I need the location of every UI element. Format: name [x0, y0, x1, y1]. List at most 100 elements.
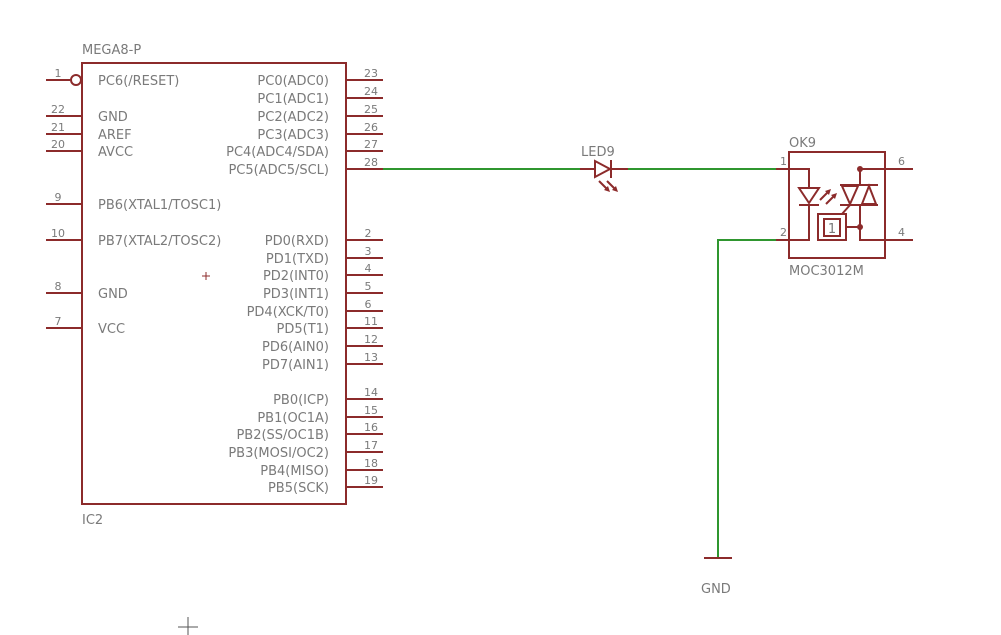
pin-right-26[interactable]: 26 PC3(ADC3)	[257, 121, 383, 143]
opto-value: MOC3012M	[789, 264, 864, 279]
pin-right-17[interactable]: 17 PB3(MOSI/OC2)	[228, 439, 383, 461]
pin-left-10[interactable]: 10 PB7(XTAL2/TOSC2)	[46, 227, 221, 249]
opto-internal-led-icon	[789, 168, 837, 241]
pin-label: PB6(XTAL1/TOSC1)	[98, 198, 221, 213]
pin-number: 20	[51, 138, 65, 151]
pin-right-14[interactable]: 14 PB0(ICP)	[273, 386, 383, 408]
pin-right-4[interactable]: 4 PD2(INT0)	[263, 262, 383, 284]
pin-right-19[interactable]: 19 PB5(SCK)	[268, 474, 383, 496]
pin-number: 2	[365, 227, 372, 240]
pin-label: GND	[98, 287, 128, 302]
pin-number: 5	[365, 280, 372, 293]
pin-number: 6	[365, 298, 372, 311]
pin-number: 26	[364, 121, 378, 134]
led-led9[interactable]: LED9	[580, 145, 628, 192]
pin-right-18[interactable]: 18 PB4(MISO)	[260, 457, 383, 479]
pin-number: 9	[55, 191, 62, 204]
gnd-symbol[interactable]: GND	[701, 557, 732, 597]
pin-label: PC2(ADC2)	[257, 110, 329, 125]
pin-right-25[interactable]: 25 PC2(ADC2)	[257, 103, 383, 125]
led-name: LED9	[581, 145, 615, 160]
opto-body	[788, 151, 886, 259]
opto-zero-cross-mark: 1	[828, 222, 836, 237]
pin-label: PB2(SS/OC1B)	[236, 428, 329, 443]
pin-left-21[interactable]: 21 AREF	[46, 121, 132, 143]
pin-label: PB5(SCK)	[268, 481, 329, 496]
pin-left-22[interactable]: 22 GND	[46, 103, 128, 125]
pin-right-23[interactable]: 23 PC0(ADC0)	[257, 67, 383, 89]
pin-label: PB7(XTAL2/TOSC2)	[98, 234, 221, 249]
pin-label: PD7(AIN1)	[262, 358, 329, 373]
pin-label: PD3(INT1)	[263, 287, 329, 302]
pin-right-12[interactable]: 12 PD6(AIN0)	[262, 333, 383, 355]
pin-number: 17	[364, 439, 378, 452]
pin-label: PC3(ADC3)	[257, 128, 329, 143]
pin-number: 16	[364, 421, 378, 434]
pin-number: 15	[364, 404, 378, 417]
pin-number: 19	[364, 474, 378, 487]
ic-body	[81, 62, 347, 505]
pin-number: 18	[364, 457, 378, 470]
pin-label: PD1(TXD)	[266, 252, 329, 267]
pin-left-8[interactable]: 8 GND	[46, 280, 128, 302]
opto-pin-6-number: 6	[898, 155, 905, 168]
pin-left-1[interactable]: 1 PC6(/RESET)	[46, 67, 179, 89]
opto-name: OK9	[789, 136, 816, 151]
gnd-label: GND	[701, 582, 731, 597]
pin-label: GND	[98, 110, 128, 125]
opto-zero-cross-box: 1	[817, 213, 847, 241]
ic-left-pins: 1 PC6(/RESET) 22 GND 21 AREF 20 AVCC 9	[46, 67, 221, 337]
pin-label: VCC	[98, 322, 125, 337]
pin-number: 12	[364, 333, 378, 346]
pin-number: 13	[364, 351, 378, 364]
pin-right-11[interactable]: 11 PD5(T1)	[277, 315, 383, 337]
pin-right-2[interactable]: 2 PD0(RXD)	[265, 227, 383, 249]
pin-number: 7	[55, 315, 62, 328]
pin-left-9[interactable]: 9 PB6(XTAL1/TOSC1)	[46, 191, 221, 213]
pin-number: 3	[365, 245, 372, 258]
pin-number: 24	[364, 85, 378, 98]
pin-label: PB1(OC1A)	[257, 411, 329, 426]
ic-origin-cross	[202, 272, 210, 280]
pin-number: 11	[364, 315, 378, 328]
pin-right-16[interactable]: 16 PB2(SS/OC1B)	[236, 421, 383, 443]
pin-label: PC0(ADC0)	[257, 74, 329, 89]
ic-name: MEGA8-P	[82, 43, 141, 58]
wire-opto-to-gnd[interactable]	[717, 239, 776, 558]
pin-right-5[interactable]: 5 PD3(INT1)	[263, 280, 383, 302]
pin-label: PC1(ADC1)	[257, 92, 329, 107]
pin-number: 21	[51, 121, 65, 134]
pin-label: AREF	[98, 128, 132, 143]
ic-mega8[interactable]: MEGA8-P IC2 1 PC6(/RESET) 22 GND 21	[46, 43, 383, 528]
pin-number: 25	[364, 103, 378, 116]
pin-number: 14	[364, 386, 378, 399]
opto-pin-4-number: 4	[898, 226, 905, 239]
pin-label: PD6(AIN0)	[262, 340, 329, 355]
pin-right-13[interactable]: 13 PD7(AIN1)	[262, 351, 383, 373]
pin-number: 28	[364, 156, 378, 169]
pin-left-20[interactable]: 20 AVCC	[46, 138, 133, 160]
pin-right-27[interactable]: 27 PC4(ADC4/SDA)	[226, 138, 383, 160]
opto-ok9[interactable]: OK9 MOC3012M 1 2 6 4	[776, 136, 913, 279]
pin-number: 1	[55, 67, 62, 80]
pin-left-7[interactable]: 7 VCC	[46, 315, 125, 337]
opto-pin-2-number: 2	[780, 226, 787, 239]
pin-label: PC6(/RESET)	[98, 74, 179, 89]
led-triangle	[594, 159, 613, 179]
pin-label: PD0(RXD)	[265, 234, 329, 249]
pin-label: PC4(ADC4/SDA)	[226, 145, 329, 160]
pin-number: 23	[364, 67, 378, 80]
opto-triac-icon	[840, 166, 885, 241]
led-light-arrows-icon	[598, 180, 618, 192]
pin-right-28[interactable]: 28 PC5(ADC5/SCL)	[228, 156, 383, 178]
pin-label: PD4(XCK/T0)	[247, 305, 329, 320]
ic-ref: IC2	[82, 513, 103, 528]
pin-number: 22	[51, 103, 65, 116]
pin-right-3[interactable]: 3 PD1(TXD)	[266, 245, 383, 267]
pin-right-24[interactable]: 24 PC1(ADC1)	[257, 85, 383, 107]
crosshair-cursor-icon	[178, 617, 198, 635]
pin-number: 10	[51, 227, 65, 240]
pin-right-15[interactable]: 15 PB1(OC1A)	[257, 404, 383, 426]
pin-right-6[interactable]: 6 PD4(XCK/T0)	[247, 298, 383, 320]
